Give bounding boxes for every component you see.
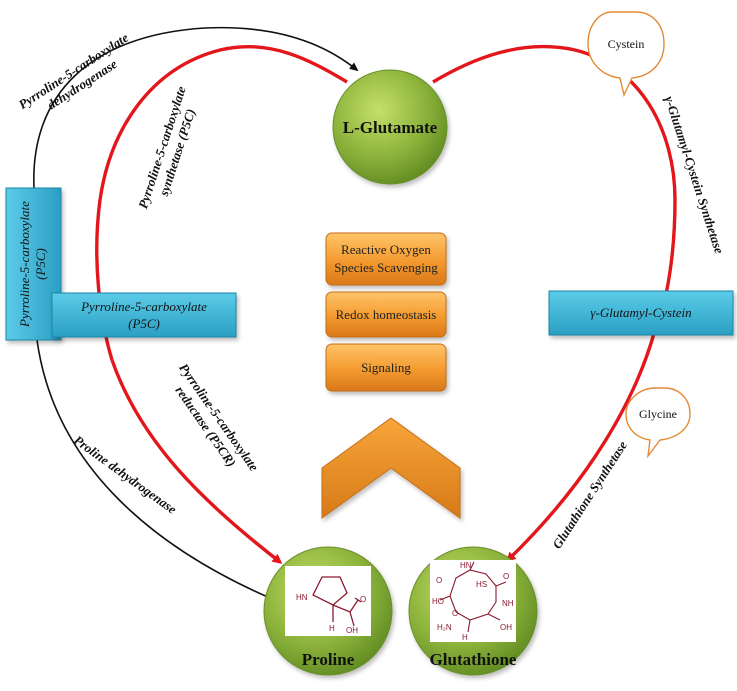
proline-structure bbox=[312, 576, 362, 627]
glutathione-ho: HO bbox=[432, 597, 444, 606]
glutathione-h2n: H₂N bbox=[437, 623, 452, 632]
proline-hn: HN bbox=[296, 593, 308, 602]
function-redox-label: Redox homeostasis bbox=[336, 307, 437, 322]
function-signaling-label: Signaling bbox=[361, 360, 411, 375]
proline-dehydrogenase-label: Proline dehydrogenase bbox=[71, 432, 180, 517]
function-box-redox bbox=[325, 291, 447, 338]
glutathione-o1: O bbox=[436, 576, 442, 585]
proline-label: Proline bbox=[302, 650, 355, 669]
glycine-label: Glycine bbox=[639, 407, 677, 421]
upward-chevron bbox=[321, 417, 461, 519]
glutathione-structure-panel bbox=[430, 560, 516, 642]
glycine-bubble bbox=[625, 387, 691, 459]
proline-dehydrogenase-curve bbox=[36, 339, 271, 599]
glutathione-structure bbox=[439, 561, 507, 633]
function-box-signaling bbox=[325, 343, 447, 392]
glutathione-o2: O bbox=[503, 572, 509, 581]
l-glutamate-label: L-Glutamate bbox=[343, 118, 438, 137]
cystein-label: Cystein bbox=[608, 37, 645, 51]
glutathione-h: H bbox=[462, 633, 468, 642]
glutathione-synthetase-arrow bbox=[505, 329, 657, 563]
p5c-vertical-label-line2: (P5C) bbox=[33, 248, 48, 280]
function-ros-line1: Reactive Oxygen bbox=[341, 242, 431, 257]
gamma-glutamyl-cystein-box bbox=[548, 290, 734, 336]
p5c-synthetase-path bbox=[95, 44, 348, 361]
proline-h: H bbox=[329, 624, 335, 633]
glutathione-synthetase-label: Glutathione Synthetase bbox=[549, 438, 630, 551]
function-box-ros bbox=[325, 232, 447, 286]
p5c-dehydrogenase-arrow bbox=[33, 26, 359, 189]
gamma-glutamyl-cystein-synthetase-path bbox=[432, 45, 677, 331]
glutathione-o3: O bbox=[452, 609, 458, 618]
glutathione-oh: OH bbox=[500, 623, 512, 632]
proline-oh: OH bbox=[346, 626, 358, 635]
glutathione-hs: HS bbox=[476, 580, 487, 589]
p5c-horizontal-box bbox=[51, 292, 237, 338]
glutathione-nh: NH bbox=[502, 599, 514, 608]
glutathione-hn: HN bbox=[460, 561, 472, 570]
gamma-glutamyl-cystein-synthetase-label: γ-Glutamyl-Cystein Synthetase bbox=[662, 94, 727, 255]
p5c-horizontal-label-line2: (P5C) bbox=[128, 316, 160, 331]
p5c-reductase-arrow bbox=[110, 359, 283, 564]
glutathione-label: Glutathione bbox=[430, 650, 517, 669]
l-glutamate-node bbox=[332, 69, 448, 185]
proline-o: O bbox=[360, 595, 366, 604]
cystein-bubble bbox=[587, 11, 665, 98]
p5c-vertical-label-line1: Pyrroline-5-carboxylate bbox=[17, 201, 32, 328]
function-ros-line2: Species Scavenging bbox=[334, 260, 438, 275]
p5c-horizontal-label-line1: Pyrroline-5-carboxylate bbox=[80, 299, 207, 314]
gamma-glutamyl-cystein-label: γ-Glutamyl-Cystein bbox=[590, 305, 691, 320]
